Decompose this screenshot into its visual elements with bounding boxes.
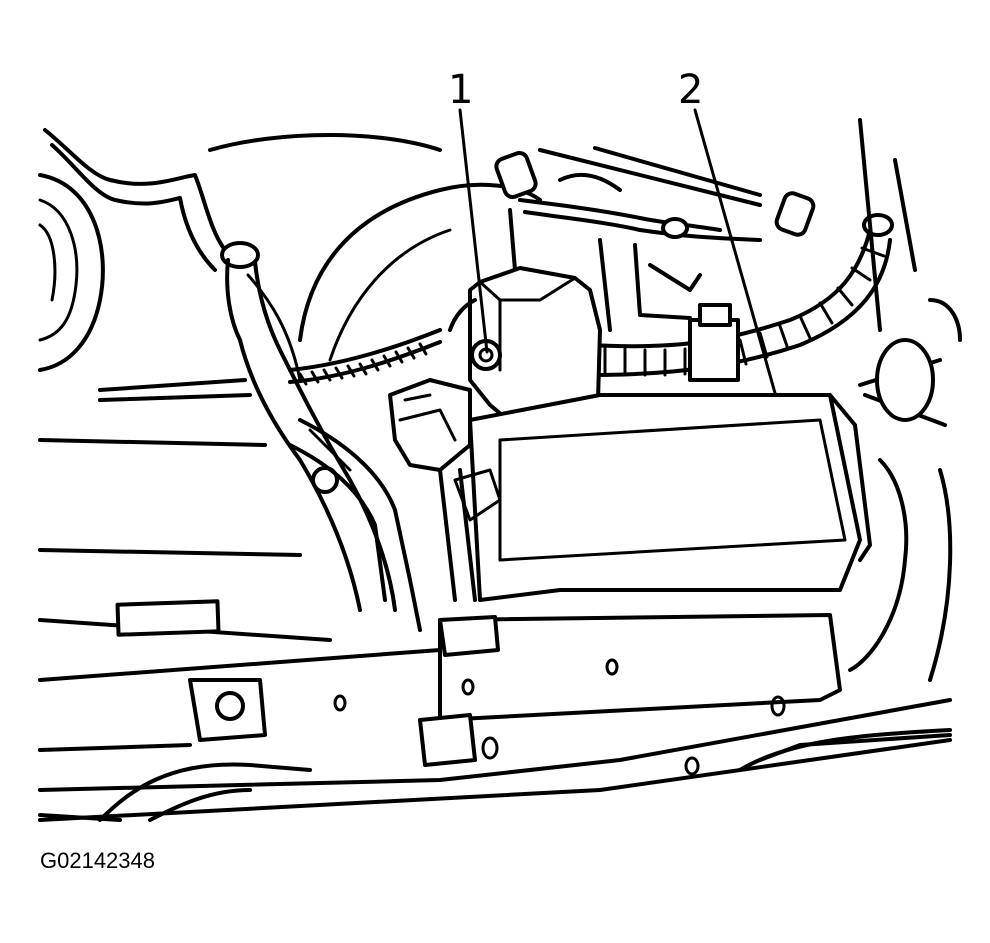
right-cylinder [848,298,962,682]
background-arcs [38,133,542,642]
lower-frame-rail [38,613,952,822]
frame-bracket-center [418,713,477,767]
callout-leaders [458,108,777,395]
left-bracket [288,418,422,632]
callout-2-leader [693,108,777,395]
left-panel-slot [115,599,221,637]
callout-2-number: 2 [678,67,703,113]
wiring-harness [288,118,917,386]
upper-hose [43,128,397,612]
component-1-sensor [388,266,602,472]
figure-id-label: G02142348 [40,848,155,873]
callout-1-leader [458,108,489,354]
component-2-module [438,393,872,602]
left-round-housing [38,173,105,372]
upper-connectors [494,146,816,382]
hose-clamp-upper [220,241,260,269]
callout-1-number: 1 [448,67,473,113]
